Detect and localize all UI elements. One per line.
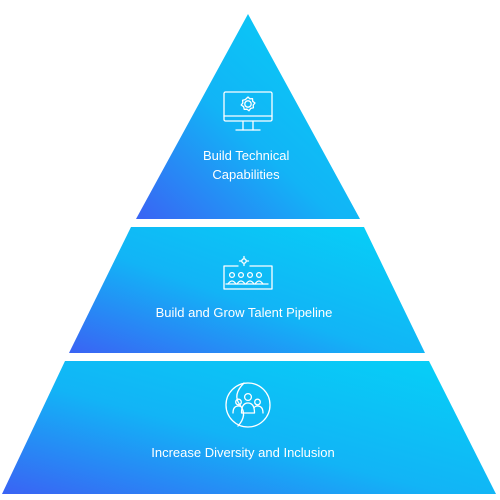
tier-top-label-line-2: Capabilities — [212, 167, 280, 182]
pyramid-tier-bottom: Increase Diversity and Inclusion — [2, 361, 496, 494]
tier-middle-shape — [69, 227, 425, 353]
pyramid-tier-middle: Build and Grow Talent Pipeline — [69, 227, 425, 353]
tier-top-label-line-1: Build Technical — [203, 148, 290, 163]
diverse-group-icon — [225, 382, 271, 428]
tier-middle-label: Build and Grow Talent Pipeline — [156, 305, 333, 320]
monitor-gear-icon — [223, 91, 273, 131]
pyramid-tier-top: Build Technical Capabilities — [136, 14, 360, 219]
team-presentation-icon — [223, 255, 273, 290]
tier-top-label: Build Technical Capabilities — [203, 148, 293, 182]
tier-bottom-label: Increase Diversity and Inclusion — [151, 445, 335, 460]
